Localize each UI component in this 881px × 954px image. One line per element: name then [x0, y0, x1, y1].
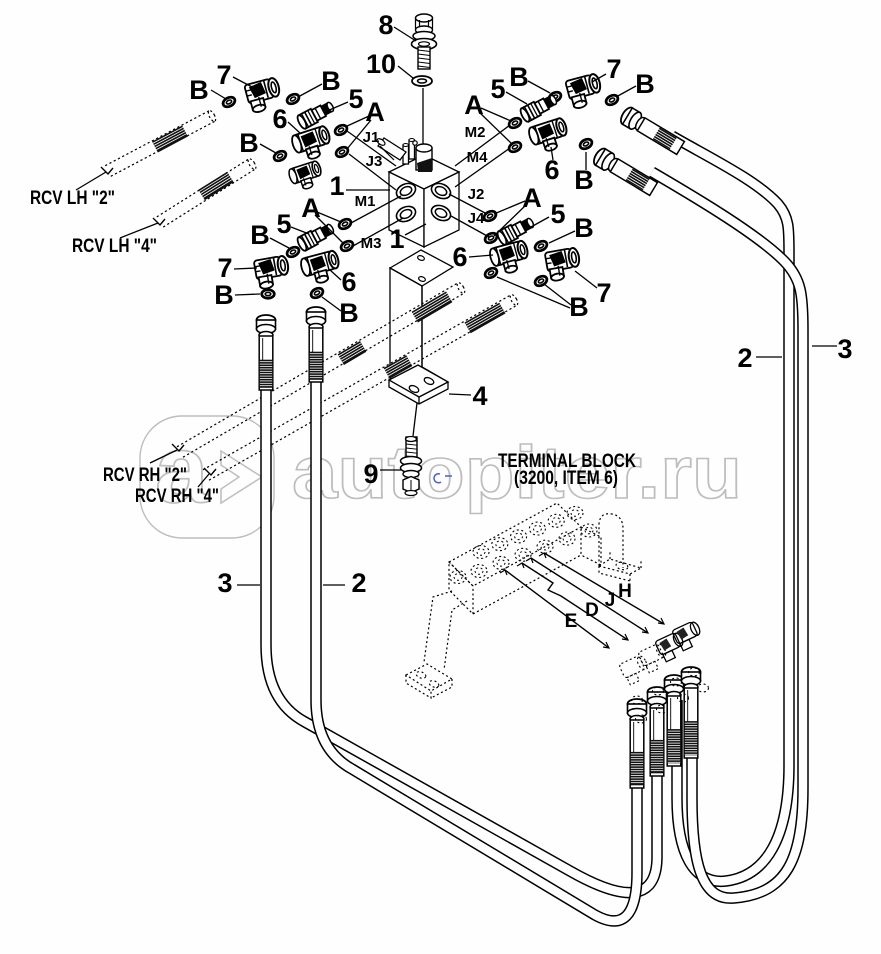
svg-text:E: E	[565, 611, 578, 632]
svg-text:B: B	[189, 75, 209, 105]
svg-text:9: 9	[363, 459, 378, 489]
svg-text:6: 6	[272, 104, 287, 134]
svg-text:7: 7	[217, 253, 232, 283]
svg-text:6: 6	[544, 155, 559, 185]
svg-text:5: 5	[348, 84, 363, 114]
svg-text:B: B	[250, 220, 270, 250]
svg-text:A: A	[365, 97, 385, 127]
svg-text:B: B	[239, 128, 259, 158]
svg-text:(3200, ITEM 6): (3200, ITEM 6)	[514, 468, 618, 489]
svg-text:TERMINAL BLOCK: TERMINAL BLOCK	[498, 451, 636, 472]
svg-text:1: 1	[389, 224, 404, 254]
svg-text:B: B	[339, 298, 359, 328]
svg-text:D: D	[585, 600, 599, 621]
svg-text:5: 5	[550, 199, 565, 229]
svg-text:3: 3	[837, 334, 852, 364]
svg-text:7: 7	[606, 54, 621, 84]
svg-text:7: 7	[216, 60, 231, 90]
svg-text:J4: J4	[468, 210, 485, 227]
svg-text:RCV RH "2": RCV RH "2"	[103, 464, 187, 486]
svg-text:6: 6	[452, 242, 467, 272]
svg-text:M4: M4	[467, 149, 488, 166]
svg-text:M3: M3	[361, 235, 382, 252]
svg-text:a: a	[155, 416, 209, 523]
svg-text:RCV LH "2": RCV LH "2"	[30, 187, 115, 209]
svg-text:B: B	[574, 213, 594, 243]
svg-text:7: 7	[596, 278, 611, 308]
svg-text:2: 2	[737, 343, 752, 373]
svg-text:1: 1	[329, 171, 344, 201]
svg-text:2: 2	[351, 568, 366, 598]
svg-text:8: 8	[378, 10, 393, 40]
svg-text:A: A	[464, 90, 484, 120]
svg-text:3: 3	[217, 568, 232, 598]
svg-text:A: A	[522, 183, 542, 213]
svg-text:6: 6	[341, 267, 356, 297]
svg-text:M1: M1	[355, 193, 376, 210]
svg-text:RCV LH "4": RCV LH "4"	[72, 235, 157, 257]
svg-text:5: 5	[490, 74, 505, 104]
svg-text:RCV RH "4": RCV RH "4"	[135, 485, 219, 507]
svg-text:B: B	[321, 66, 341, 96]
svg-text:autopiter.ru: autopiter.ru	[292, 431, 742, 514]
svg-text:4: 4	[472, 381, 487, 411]
svg-text:J: J	[605, 590, 616, 611]
svg-text:10: 10	[366, 49, 396, 79]
svg-text:M2: M2	[465, 124, 486, 141]
svg-text:J3: J3	[366, 153, 383, 170]
svg-text:B: B	[569, 292, 589, 322]
svg-text:B: B	[635, 69, 655, 99]
svg-text:H: H	[618, 581, 632, 602]
svg-text:B: B	[214, 280, 234, 310]
svg-text:J1: J1	[363, 129, 380, 146]
svg-text:B: B	[509, 62, 529, 92]
svg-text:5: 5	[276, 209, 291, 239]
svg-text:J2: J2	[468, 186, 485, 203]
svg-text:B: B	[574, 165, 594, 195]
